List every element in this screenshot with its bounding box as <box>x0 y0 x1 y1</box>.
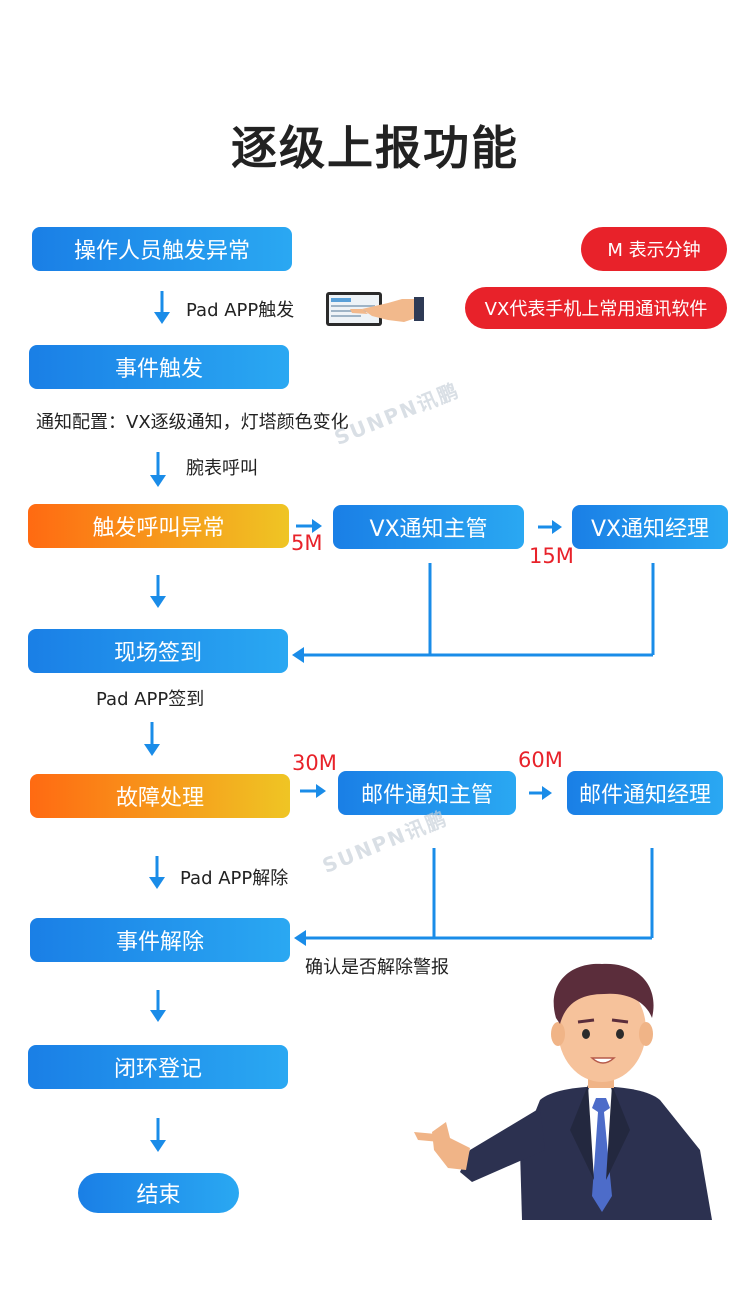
down-arrow-2 <box>150 452 166 487</box>
down-arrow-5 <box>149 856 165 889</box>
feedback-arrowhead-mail <box>294 930 306 946</box>
right-arrow-60m <box>529 786 552 800</box>
legend-vx-note: VX代表手机上常用通讯软件 <box>465 287 727 329</box>
mail-notify-supervisor: 邮件通知主管 <box>338 771 516 815</box>
feedback-line-vx <box>302 563 655 657</box>
down-arrow-7 <box>150 1118 166 1152</box>
right-arrow-5m <box>296 519 322 533</box>
step-event-clear: 事件解除 <box>30 918 290 962</box>
time-5m: 5M <box>291 531 323 555</box>
step-onsite-signin: 现场签到 <box>28 629 288 673</box>
down-arrow-4 <box>144 722 160 756</box>
step-trigger-call: 触发呼叫异常 <box>28 504 289 548</box>
label-notify-config: 通知配置：VX逐级通知，灯塔颜色变化 <box>36 412 349 433</box>
page-title: 逐级上报功能 <box>231 121 519 175</box>
vx-notify-supervisor: VX通知主管 <box>333 505 524 549</box>
time-30m: 30M <box>292 751 337 775</box>
businessman-illustration <box>414 963 712 1220</box>
time-60m: 60M <box>518 748 563 772</box>
down-arrow-6 <box>150 990 166 1022</box>
feedback-arrowhead-vx <box>292 647 304 663</box>
mail-notify-manager: 邮件通知经理 <box>567 771 723 815</box>
label-watch-call: 腕表呼叫 <box>186 458 258 479</box>
step-end: 结束 <box>78 1173 239 1213</box>
down-arrow-3 <box>150 575 166 608</box>
label-pad-clear: Pad APP解除 <box>180 868 289 889</box>
step-operator-trigger: 操作人员触发异常 <box>32 227 292 271</box>
down-arrow-1 <box>154 291 170 324</box>
feedback-line-mail <box>304 848 654 940</box>
time-15m: 15M <box>529 544 574 568</box>
vx-notify-manager: VX通知经理 <box>572 505 728 549</box>
step-fault-handling: 故障处理 <box>30 774 290 818</box>
right-arrow-30m <box>300 784 326 798</box>
step-event-trigger: 事件触发 <box>29 345 289 389</box>
label-pad-signin: Pad APP签到 <box>96 689 205 710</box>
right-arrow-15m <box>538 520 562 534</box>
label-pad-trigger: Pad APP触发 <box>186 300 295 321</box>
tablet-hand-illustration <box>326 292 424 326</box>
step-closed-loop: 闭环登记 <box>28 1045 288 1089</box>
label-confirm-clear: 确认是否解除警报 <box>305 957 449 978</box>
legend-minute-note: M 表示分钟 <box>581 227 727 271</box>
